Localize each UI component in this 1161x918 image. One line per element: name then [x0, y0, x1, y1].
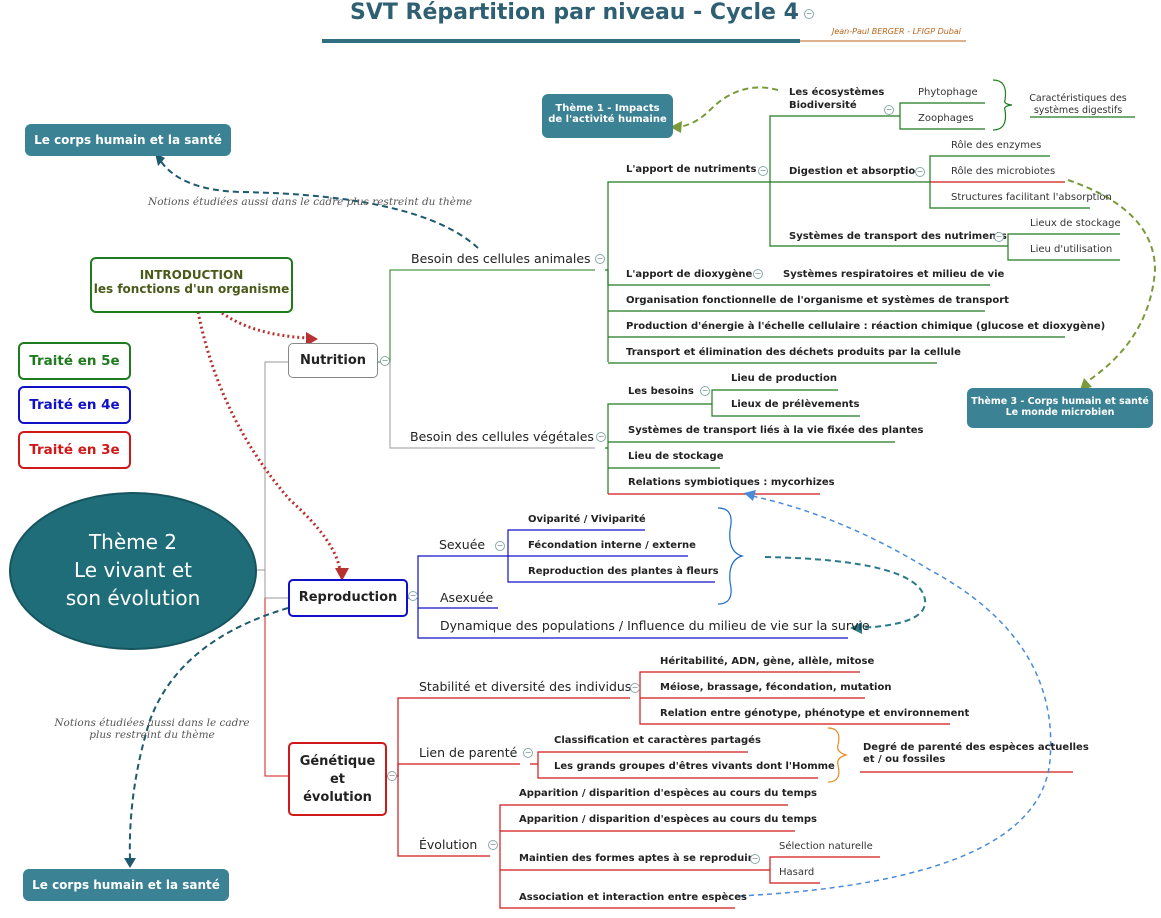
center-line1: Thème 2: [88, 530, 178, 554]
sexuee[interactable]: Sexuée: [439, 537, 486, 552]
lien-parente[interactable]: Lien de parenté: [419, 745, 518, 760]
apparition-disparition-1[interactable]: Apparition / disparition d'espèces au co…: [519, 788, 817, 799]
collapse-icon[interactable]: −: [753, 269, 763, 279]
link-theme-1[interactable]: Thème 1 - Impacts de l'activité humaine: [542, 94, 673, 138]
degre-line2: et / ou fossiles: [863, 754, 946, 765]
theme3-line1: Thème 3 - Corps humain et santé: [971, 396, 1149, 407]
intro-box[interactable]: INTRODUCTION les fonctions d'un organism…: [90, 257, 293, 313]
lieu-stockage[interactable]: Lieu de stockage: [628, 451, 724, 462]
heritabilite[interactable]: Héritabilité, ADN, gène, allèle, mitose: [660, 656, 875, 667]
link-theme-3[interactable]: Thème 3 - Corps humain et santé Le monde…: [967, 388, 1153, 428]
center-line2: Le vivant et: [74, 558, 192, 582]
collapse-icon[interactable]: −: [994, 232, 1004, 242]
lieu-production[interactable]: Lieu de production: [731, 373, 837, 384]
reproduction-plantes[interactable]: Reproduction des plantes à fleurs: [528, 566, 719, 577]
legend-4e: Traité en 4e: [18, 386, 131, 424]
role-enzymes[interactable]: Rôle des enzymes: [951, 140, 1042, 151]
genetique-line2: et: [329, 772, 346, 787]
collapse-icon[interactable]: −: [915, 167, 925, 177]
collapse-icon[interactable]: −: [488, 840, 498, 850]
node-nutrition[interactable]: Nutrition: [288, 343, 378, 378]
theme3-line2: Le monde microbien: [1005, 407, 1115, 418]
link-corps-humain-bottom[interactable]: Le corps humain et la santé: [23, 869, 229, 901]
plant-needs[interactable]: Besoin des cellules végétales: [410, 429, 594, 444]
collapse-icon[interactable]: −: [804, 9, 814, 19]
association-interaction[interactable]: Association et interaction entre espèces: [519, 892, 747, 903]
digestion-absorption[interactable]: Digestion et absorption: [789, 166, 923, 177]
relations-symbiotiques[interactable]: Relations symbiotiques : mycorhizes: [628, 477, 835, 488]
link-corps-humain-top[interactable]: Le corps humain et la santé: [25, 124, 231, 156]
degre-parente[interactable]: Degré de parenté des espèces actuelles e…: [863, 742, 1089, 766]
note-top: Notions étudiées aussi dans le cadre plu…: [148, 196, 473, 208]
role-microbiotes[interactable]: Rôle des microbiotes: [951, 166, 1056, 177]
asexuee[interactable]: Asexuée: [440, 590, 494, 605]
selection-naturelle[interactable]: Sélection naturelle: [779, 841, 873, 852]
note-left-line1: Notions étudiées aussi dans le cadre: [54, 717, 250, 729]
collapse-icon[interactable]: −: [408, 591, 418, 601]
intro-line2: les fonctions d'un organisme: [93, 282, 290, 296]
apport-nutriments[interactable]: L'apport de nutriments: [626, 164, 757, 175]
ecosystemes-line1: Les écosystèmes: [789, 87, 885, 98]
organisation-fonctionnelle[interactable]: Organisation fonctionnelle de l'organism…: [626, 295, 1009, 306]
theme1-line1: Thème 1 - Impacts: [555, 103, 660, 114]
structures-absorption[interactable]: Structures facilitant l'absorption: [951, 192, 1112, 203]
lieu-utilisation[interactable]: Lieu d'utilisation: [1030, 244, 1113, 255]
node-genetique[interactable]: Génétique et évolution: [288, 742, 387, 816]
maintien-formes[interactable]: Maintien des formes aptes à se reproduir…: [519, 853, 760, 864]
meiose[interactable]: Méiose, brassage, fécondation, mutation: [660, 682, 892, 693]
les-besoins[interactable]: Les besoins: [628, 386, 694, 397]
dynamique-populations[interactable]: Dynamique des populations / Influence du…: [440, 618, 870, 633]
legend-5e: Traité en 5e: [18, 342, 131, 380]
genetique-line3: évolution: [303, 790, 372, 805]
apparition-disparition-2[interactable]: Apparition / disparition d'espèces au co…: [519, 814, 817, 825]
classification[interactable]: Classification et caractères partagés: [554, 735, 761, 746]
intro-line1: INTRODUCTION: [139, 268, 244, 282]
relation-genotype[interactable]: Relation entre génotype, phénotype et en…: [660, 708, 970, 719]
lieux-prelevements[interactable]: Lieux de prélèvements: [731, 399, 860, 410]
note-left: Notions étudiées aussi dans le cadre plu…: [52, 717, 252, 741]
fecondation[interactable]: Fécondation interne / externe: [528, 540, 696, 551]
central-theme[interactable]: Thème 2 Le vivant et son évolution: [9, 492, 257, 650]
production-energie[interactable]: Production d'énergie à l'échelle cellula…: [626, 321, 1106, 332]
genetique-line1: Génétique: [299, 754, 376, 769]
collapse-icon[interactable]: −: [523, 748, 533, 758]
author-credit: Jean-Paul BERGER - LFIGP Dubai: [832, 27, 962, 36]
hasard[interactable]: Hasard: [779, 867, 815, 878]
theme1-line2: de l'activité humaine: [548, 114, 667, 125]
collapse-icon[interactable]: −: [380, 356, 390, 366]
node-reproduction[interactable]: Reproduction: [288, 579, 408, 617]
grands-groupes[interactable]: Les grands groupes d'êtres vivants dont …: [554, 761, 835, 772]
caracteristiques-line1: Caractéristiques des: [1029, 93, 1127, 104]
transport-dechets[interactable]: Transport et élimination des déchets pro…: [626, 347, 961, 358]
collapse-icon[interactable]: −: [596, 432, 606, 442]
ecosystemes-line2: Biodiversité: [789, 100, 857, 111]
caracteristiques-line2: systèmes digestifs: [1033, 105, 1123, 116]
collapse-icon[interactable]: −: [595, 254, 605, 264]
collapse-icon[interactable]: −: [758, 166, 768, 176]
note-left-line2: plus restreint du thème: [89, 729, 215, 741]
page-title: SVT Répartition par niveau - Cycle 4: [350, 0, 799, 25]
degre-line1: Degré de parenté des espèces actuelles: [863, 742, 1089, 753]
systemes-respiratoires[interactable]: Systèmes respiratoires et milieu de vie: [783, 269, 1005, 280]
transport-plantes[interactable]: Systèmes de transport liés à la vie fixé…: [628, 425, 924, 436]
phytophage[interactable]: Phytophage: [918, 87, 978, 98]
collapse-icon[interactable]: −: [700, 386, 710, 396]
apport-dioxygene[interactable]: L'apport de dioxygène: [626, 269, 753, 280]
ecosystemes[interactable]: Les écosystèmes Biodiversité: [789, 86, 884, 112]
lieux-stockage[interactable]: Lieux de stockage: [1030, 218, 1121, 229]
stabilite-diversite[interactable]: Stabilité et diversité des individus: [419, 679, 632, 694]
collapse-icon[interactable]: −: [630, 683, 640, 693]
center-line3: son évolution: [65, 586, 201, 610]
animal-needs[interactable]: Besoin des cellules animales: [411, 251, 591, 266]
evolution[interactable]: Évolution: [419, 837, 478, 852]
transport-nutriments[interactable]: Systèmes de transport des nutriments: [789, 231, 1007, 242]
collapse-icon[interactable]: −: [884, 105, 894, 115]
collapse-icon[interactable]: −: [387, 771, 397, 781]
caracteristiques-digestifs[interactable]: Caractéristiques des systèmes digestifs: [1028, 93, 1128, 117]
collapse-icon[interactable]: −: [750, 854, 760, 864]
collapse-icon[interactable]: −: [495, 541, 505, 551]
oviparite[interactable]: Oviparité / Viviparité: [528, 514, 646, 525]
zoophages[interactable]: Zoophages: [918, 113, 974, 124]
legend-3e: Traité en 3e: [18, 431, 131, 469]
